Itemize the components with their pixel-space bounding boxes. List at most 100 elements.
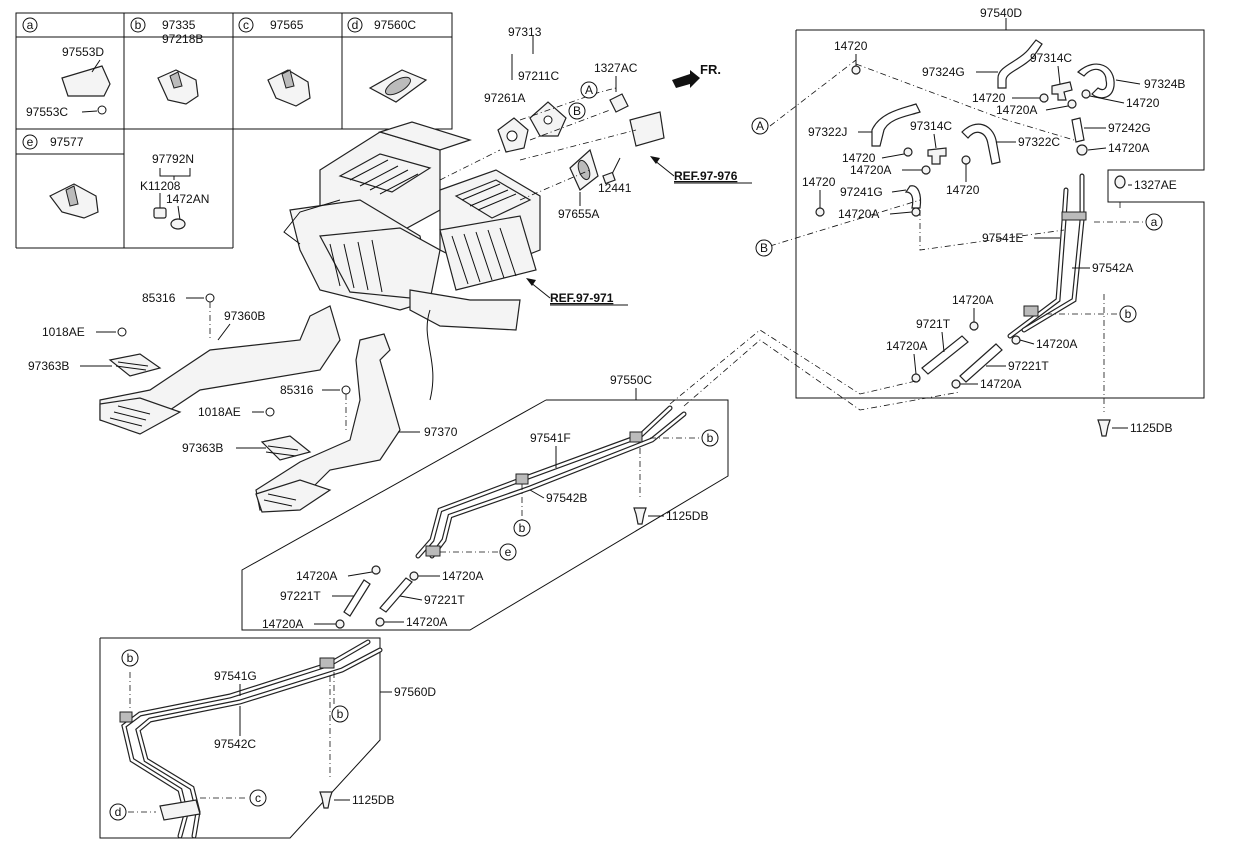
bolt-1125DB-icon — [319, 791, 333, 809]
callout-b-panel: b — [1125, 307, 1132, 321]
label-1327AC: 1327AC — [594, 61, 638, 75]
legend-letter-b: b — [135, 18, 142, 32]
bolt-1125DB-icon — [633, 507, 647, 525]
legend-part-97792N: 97792N — [152, 152, 194, 166]
legend-letter-e: e — [27, 135, 34, 149]
clip-85316 — [205, 293, 215, 303]
label-97324G: 97324G — [922, 65, 965, 79]
label-14720A-6: 14720A — [886, 339, 927, 353]
clip-85316 — [341, 385, 351, 395]
legend-letter-d: d — [352, 18, 359, 32]
callout-e-middle: e — [505, 545, 512, 559]
callout-B: B — [573, 104, 581, 118]
label-97655A: 97655A — [558, 207, 599, 221]
parts-legend-grid — [15, 12, 453, 249]
label-97550C: 97550C — [610, 373, 652, 387]
callout-b-middle-1: b — [707, 431, 714, 445]
callouts-bottom-panel: b b c d — [109, 649, 349, 821]
legend-box-d: d 97560C — [347, 17, 428, 103]
label-14720A-8: 14720A — [980, 377, 1021, 391]
label-97322C: 97322C — [1018, 135, 1060, 149]
label-97322J: 97322J — [808, 125, 847, 139]
label-97542C: 97542C — [214, 737, 256, 751]
bracket-97560C-icon — [159, 799, 201, 821]
callout-c-bottom: c — [255, 791, 261, 805]
legend-part-97218B: 97218B — [162, 32, 203, 46]
valve-assembly — [629, 111, 665, 147]
label-14720-1: 14720 — [834, 39, 868, 53]
label-14720-3: 14720 — [1126, 96, 1160, 110]
label-14720A-7: 14720A — [1036, 337, 1077, 351]
bottom-panel-labels: 97541G 97542C 1125DB — [214, 669, 394, 809]
callouts-right-panel: A B a b — [751, 117, 1163, 323]
label-1125DB-3: 1125DB — [352, 793, 394, 807]
label-14720A-1: 14720A — [996, 103, 1037, 117]
callouts-middle-panel: b b e — [499, 429, 719, 561]
label-14720-6: 14720 — [802, 175, 836, 189]
label-14720A-12: 14720A — [406, 615, 447, 629]
label-14720A-5: 14720A — [952, 293, 993, 307]
floor-duct-labels: 85316 97360B 1018AE 97363B 85316 1018AE … — [28, 291, 458, 455]
callout-d-bottom: d — [115, 805, 122, 819]
legend-box-c: c 97565 — [238, 17, 311, 107]
label-97261A: 97261A — [484, 91, 525, 105]
legend-part-K11208: K11208 — [140, 179, 181, 193]
clip-icon — [267, 69, 311, 107]
hoses-97540D — [769, 39, 1144, 412]
ref-97-976: REF.97-976 — [674, 169, 738, 183]
clamp-ring-icon — [170, 218, 186, 230]
bracket-icon — [61, 65, 111, 97]
label-97242G: 97242G — [1108, 121, 1151, 135]
label-97211C: 97211C — [518, 69, 559, 83]
label-97370: 97370 — [424, 425, 458, 439]
label-97363B-b: 97363B — [182, 441, 223, 455]
label-1327AE: 1327AE — [1134, 178, 1177, 192]
legend-part-97560C: 97560C — [374, 18, 416, 32]
label-97541F: 97541F — [530, 431, 571, 445]
label-14720A-10: 14720A — [442, 569, 483, 583]
expansion-valve-gasket-group — [439, 36, 637, 201]
callout-b-bottom-2: b — [337, 707, 344, 721]
middle-panel-labels: 97541F 97542B 1125DB 14720A 14720A 97221… — [262, 431, 708, 631]
legend-part-97553C: 97553C — [26, 105, 68, 119]
label-97221T-1: 97221T — [1008, 359, 1049, 373]
label-14720A-2: 14720A — [1108, 141, 1149, 155]
vent-grille-97363B — [108, 353, 162, 377]
panel-97550C: 97550C — [241, 373, 729, 631]
label-97540D: 97540D — [980, 6, 1022, 20]
panel-97560D: 97560D — [99, 637, 436, 839]
callout-b-bottom-1: b — [127, 651, 134, 665]
label-1018AE-b: 1018AE — [198, 405, 241, 419]
front-label: FR. — [700, 62, 721, 77]
valve-group-labels: 97313 97211C 97261A 1327AC 12441 97655A — [484, 25, 638, 221]
legend-box-a: a 97553D 97553C — [22, 17, 111, 119]
label-12441: 12441 — [598, 181, 632, 195]
label-97542B: 97542B — [546, 491, 587, 505]
label-9721T: 9721T — [916, 317, 951, 331]
washer-icon — [97, 105, 107, 115]
label-97313: 97313 — [508, 25, 542, 39]
label-85316-b: 85316 — [280, 383, 314, 397]
label-14720A-3: 14720A — [850, 163, 891, 177]
legend-box-e: e 97577 — [22, 134, 99, 219]
front-direction-indicator: FR. — [672, 62, 721, 88]
clip-1018AE — [117, 327, 127, 337]
legend-part-97577: 97577 — [50, 135, 84, 149]
label-97314C-1: 97314C — [1030, 51, 1072, 65]
label-97363B-a: 97363B — [28, 359, 69, 373]
legend-letter-a: a — [27, 18, 34, 32]
label-97314C-2: 97314C — [910, 119, 952, 133]
legend-part-97553D: 97553D — [62, 45, 104, 59]
hose-clip-icon — [153, 207, 167, 219]
label-97541E: 97541E — [982, 231, 1023, 245]
label-97324B: 97324B — [1144, 77, 1185, 91]
pipes-97550C — [335, 329, 961, 629]
legend-letter-c: c — [243, 18, 249, 32]
floor-duct-97370 — [255, 333, 401, 513]
panel-97540D: 97540D — [795, 6, 1205, 399]
clip-1018AE — [265, 407, 275, 417]
right-panel-labels: 14720 97324G 97314C 97324B 14720 14720 1… — [802, 39, 1185, 437]
ref-97-971: REF.97-971 — [550, 291, 614, 305]
label-97542A: 97542A — [1092, 261, 1133, 275]
